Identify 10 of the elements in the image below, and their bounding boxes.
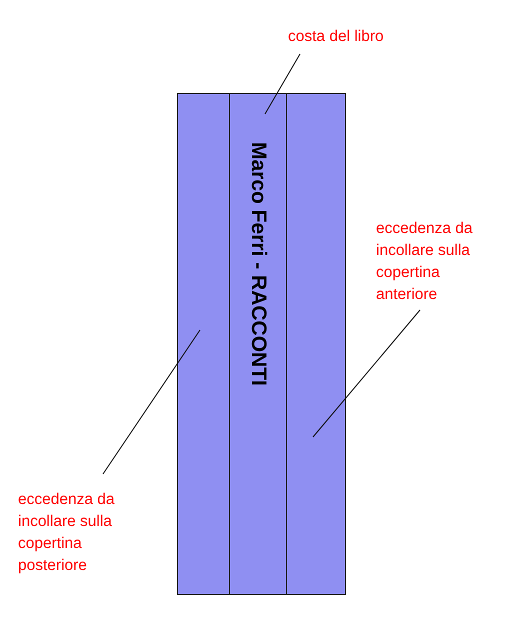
leader-line: [312, 310, 420, 438]
flap-panel: [286, 93, 346, 595]
flap-panel: [177, 93, 230, 595]
leader-line: [102, 330, 200, 474]
callout-label: costa del libro: [288, 26, 448, 48]
spine-title: Marco Ferri - RACCONTI: [246, 142, 270, 386]
leader-line: [264, 54, 300, 114]
callout-label: eccedenza da incollare sulla copertina posteriore: [18, 489, 146, 577]
spine-panel: [229, 93, 287, 595]
callout-label: eccedenza da incollare sulla copertina anteriore: [376, 218, 504, 306]
